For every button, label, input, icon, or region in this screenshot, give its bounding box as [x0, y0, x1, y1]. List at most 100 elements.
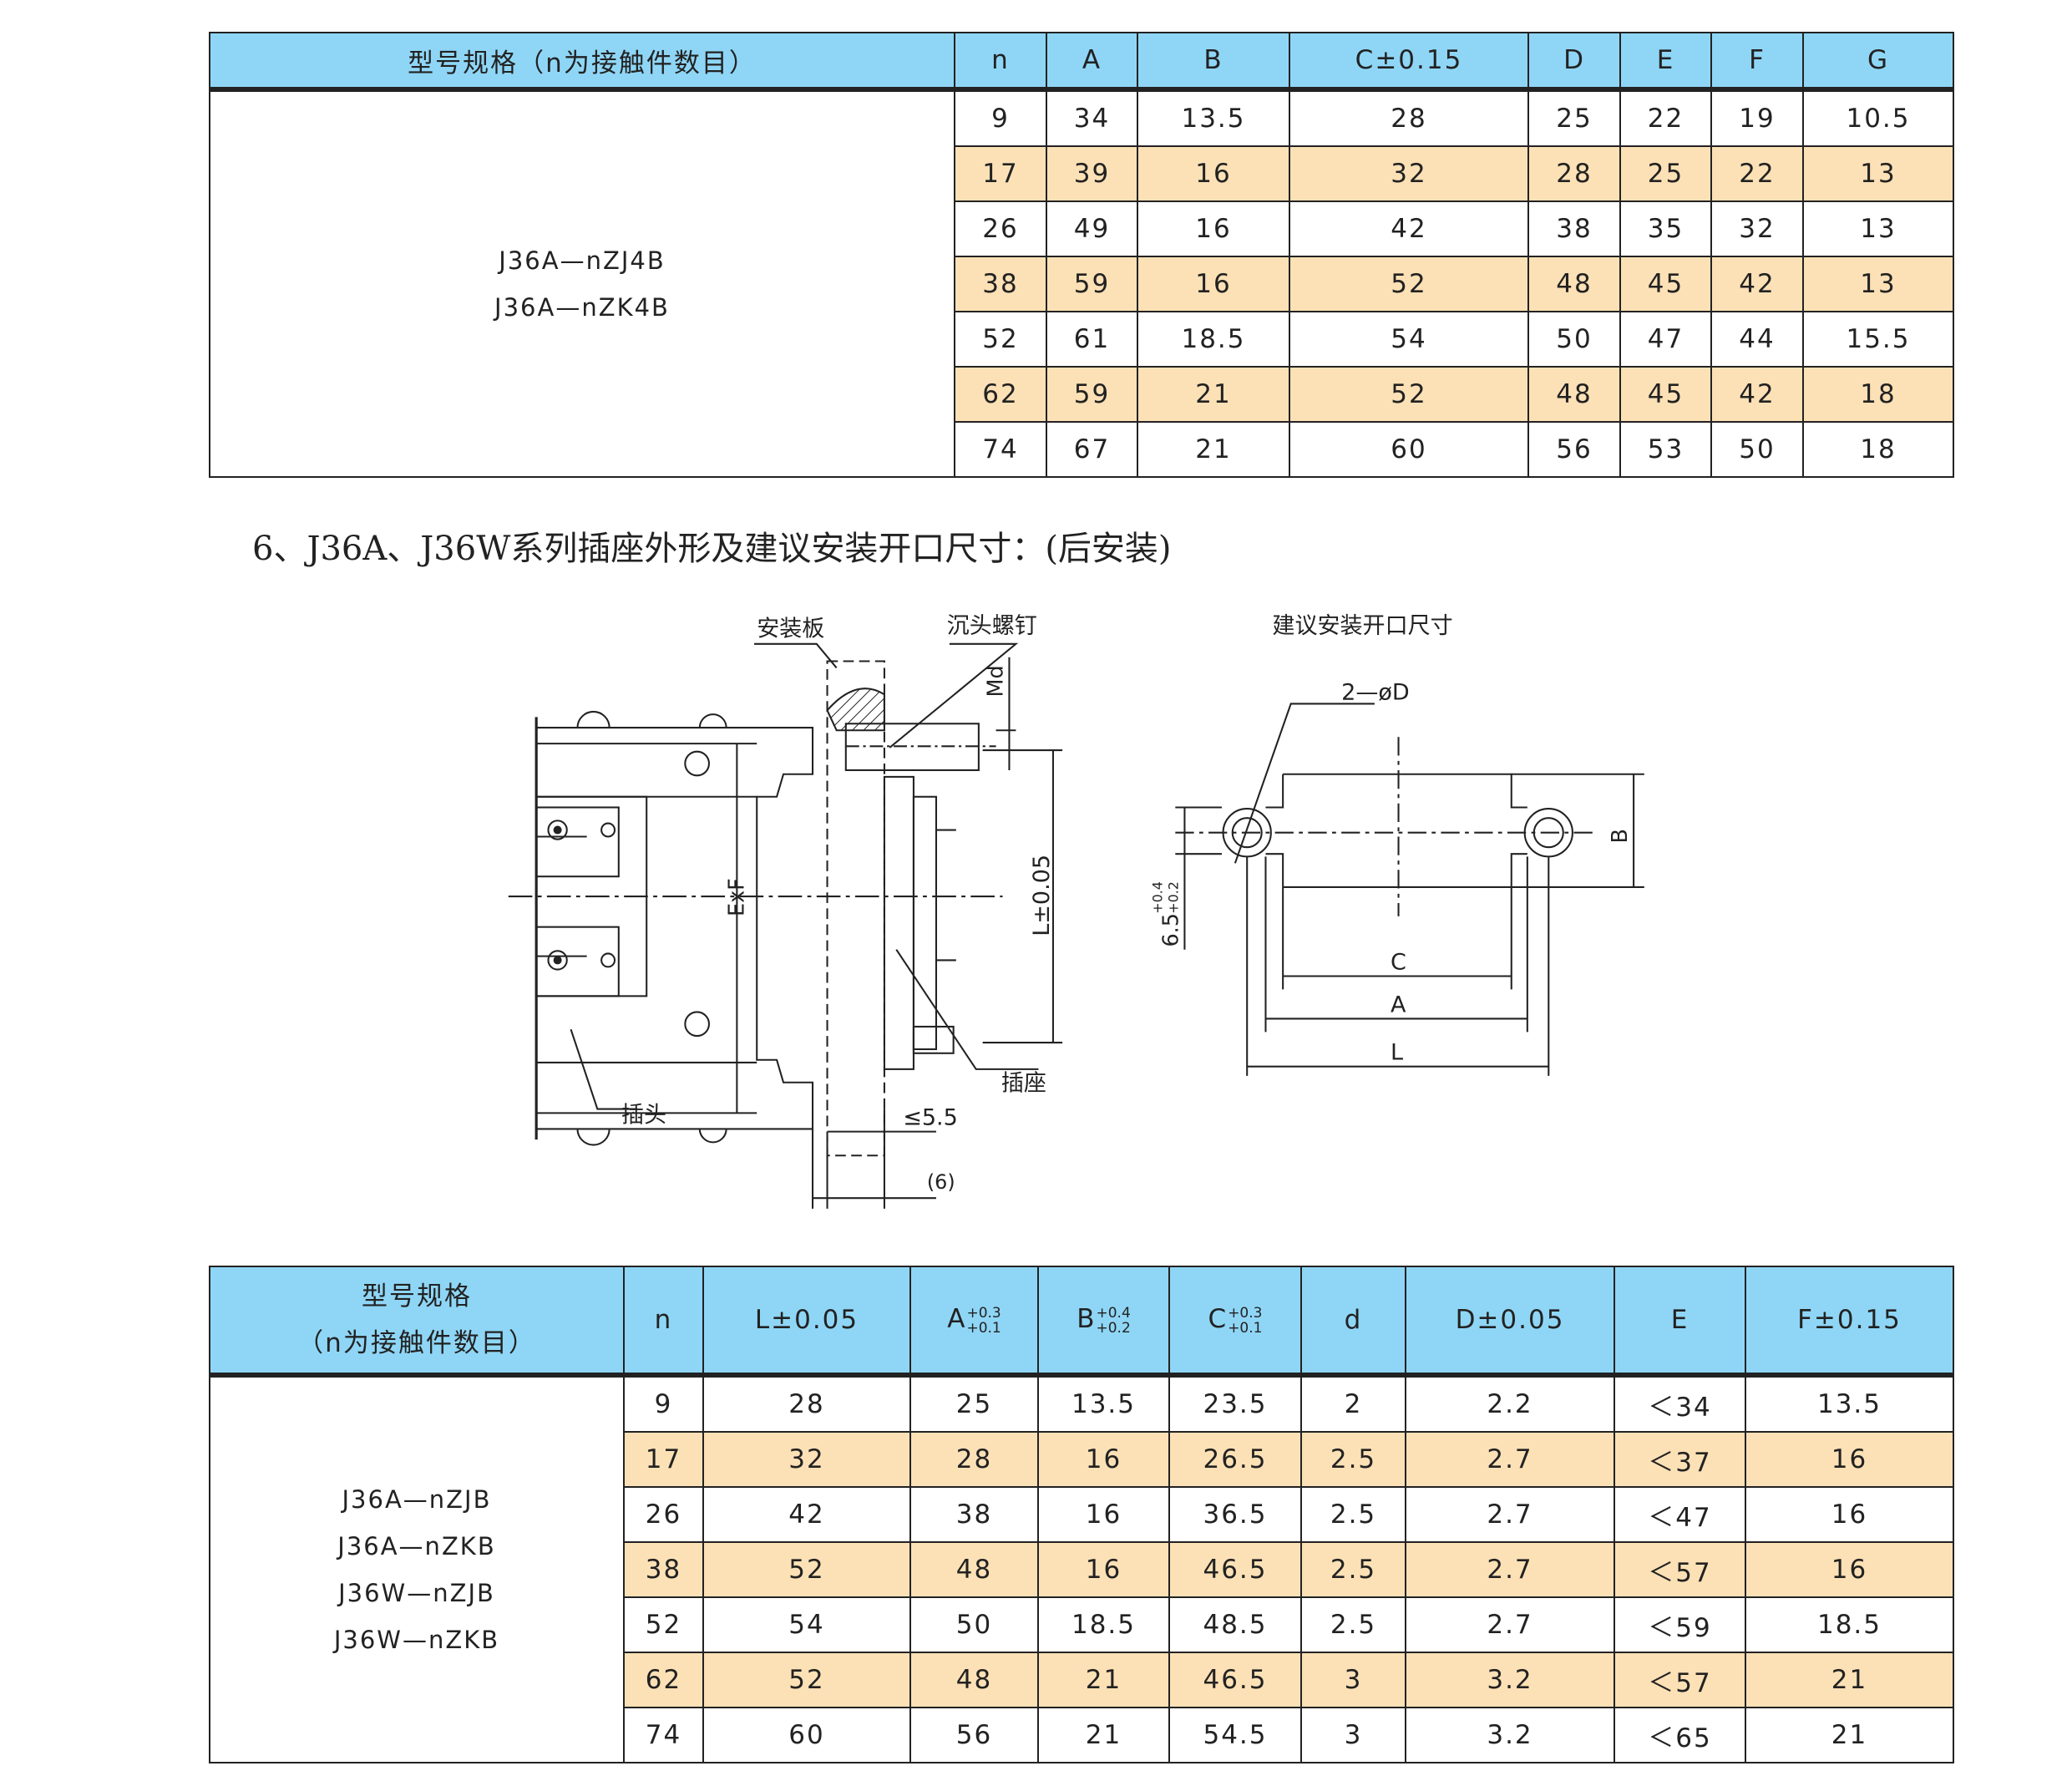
- table-cell: 21: [1137, 421, 1290, 478]
- table-cell: 35: [1619, 200, 1712, 257]
- table-cell: 45: [1619, 366, 1712, 423]
- column-header: d: [1300, 1266, 1406, 1378]
- table-cell: 39: [1046, 145, 1138, 202]
- table-cell: 16: [1137, 256, 1290, 312]
- label-6-5-tol-up: +0.4: [1149, 881, 1165, 914]
- table-cell: 47: [1619, 311, 1712, 368]
- table-cell: 13.5: [1137, 89, 1290, 147]
- column-header: 型号规格（n为接触件数目）: [209, 32, 955, 92]
- side-view-drawing: [508, 642, 1063, 1209]
- tolerance-lower: +0.2: [1096, 1319, 1131, 1337]
- table-cell: 22: [1619, 89, 1712, 147]
- column-header: B: [1137, 32, 1290, 92]
- model-name: J36W—nZKB: [333, 1626, 500, 1654]
- table-cell: 54: [702, 1596, 911, 1653]
- table-cell: 17: [623, 1431, 704, 1488]
- table-cell: 67: [1046, 421, 1138, 478]
- table-cell: 28: [1527, 145, 1621, 202]
- column-header: C+0.3+0.1: [1168, 1266, 1302, 1378]
- section-heading: 6、J36A、J36W系列插座外形及建议安装开口尺寸：(后安装): [252, 530, 1172, 568]
- column-header: E: [1614, 1266, 1746, 1378]
- table-cell: ＜57: [1614, 1541, 1746, 1598]
- table-cell: 3.2: [1405, 1652, 1615, 1708]
- header-main: n: [654, 1305, 673, 1335]
- table-cell: 9: [954, 89, 1047, 147]
- label-a: A: [1391, 992, 1406, 1017]
- table-cell: 42: [702, 1486, 911, 1543]
- table-cell: 62: [954, 366, 1047, 423]
- table-cell: 46.5: [1168, 1541, 1302, 1598]
- table-cell: 23.5: [1168, 1374, 1302, 1433]
- table-cell: ＜37: [1614, 1431, 1746, 1488]
- cutout-drawing: [1175, 703, 1644, 1076]
- tolerance-upper: +0.4: [1096, 1304, 1131, 1322]
- table-cell: ＜65: [1614, 1707, 1746, 1763]
- table-cell: 16: [1037, 1431, 1170, 1488]
- header-main: D±0.05: [1455, 1305, 1565, 1335]
- table-cell: 16: [1745, 1486, 1954, 1543]
- table-cell: 38: [623, 1541, 704, 1598]
- table-cell: 21: [1745, 1707, 1954, 1763]
- column-header: E: [1619, 32, 1712, 92]
- table-cell: 38: [909, 1486, 1039, 1543]
- table-cell: 13: [1802, 145, 1954, 202]
- table-cell: 2.7: [1405, 1596, 1615, 1653]
- table-cell: 2.5: [1300, 1431, 1406, 1488]
- table-cell: 16: [1137, 200, 1290, 257]
- label-l-dim: L±0.05: [1029, 855, 1055, 936]
- table-cell: 18: [1802, 366, 1954, 423]
- table-cell: 3: [1300, 1652, 1406, 1708]
- header-main: d: [1344, 1305, 1363, 1335]
- tolerance-lower: +0.1: [966, 1319, 1001, 1337]
- table-cell: 25: [1527, 89, 1621, 147]
- label-cutout-title: 建议安装开口尺寸: [1272, 613, 1452, 639]
- label-max-5-5: ≤5.5: [903, 1105, 958, 1131]
- table-cell: 74: [954, 421, 1047, 478]
- table-cell: 16: [1137, 145, 1290, 202]
- table-cell: 18.5: [1137, 311, 1290, 368]
- table-cell: 15.5: [1802, 311, 1954, 368]
- table-cell: 52: [1289, 366, 1529, 423]
- table-cell: ＜57: [1614, 1652, 1746, 1708]
- table-cell: 48: [909, 1652, 1039, 1708]
- table-cell: 48: [1527, 256, 1621, 312]
- table-cell: 26: [623, 1486, 704, 1543]
- table-cell: 32: [1289, 145, 1529, 202]
- table-cell: 74: [623, 1707, 704, 1763]
- table-cell: 32: [1710, 200, 1804, 257]
- table-cell: 28: [702, 1374, 911, 1433]
- table-cell: 52: [702, 1652, 911, 1708]
- table-cell: 17: [954, 145, 1047, 202]
- table-cell: 2.5: [1300, 1541, 1406, 1598]
- table-cell: 18.5: [1745, 1596, 1954, 1653]
- model-name: J36A—nZKB: [337, 1532, 496, 1560]
- table-cell: 3.2: [1405, 1707, 1615, 1763]
- table-cell: 18: [1802, 421, 1954, 478]
- header-line: （n为接触件数目）: [297, 1328, 536, 1358]
- table-cell: ＜59: [1614, 1596, 1746, 1653]
- tolerance-lower: +0.1: [1228, 1319, 1263, 1337]
- label-b: B: [1608, 829, 1633, 843]
- table-cell: 2.7: [1405, 1486, 1615, 1543]
- table-cell: 56: [909, 1707, 1039, 1763]
- table-cell: 2.7: [1405, 1541, 1615, 1598]
- table-cell: 52: [954, 311, 1047, 368]
- table-cell: 10.5: [1802, 89, 1954, 147]
- table-cell: 16: [1745, 1541, 1954, 1598]
- model-name: J36A—nZJ4B: [499, 246, 666, 275]
- table-cell: 38: [954, 256, 1047, 312]
- table-cell: 48: [909, 1541, 1039, 1598]
- table-cell: 50: [1710, 421, 1804, 478]
- column-header: D±0.05: [1405, 1266, 1615, 1378]
- column-header: A: [1046, 32, 1138, 92]
- table-cell: 22: [1710, 145, 1804, 202]
- table-cell: 48.5: [1168, 1596, 1302, 1653]
- table-cell: 26: [954, 200, 1047, 257]
- table-cell: 50: [909, 1596, 1039, 1653]
- label-hole: 2—øD: [1341, 680, 1410, 706]
- table-cell: 18.5: [1037, 1596, 1170, 1653]
